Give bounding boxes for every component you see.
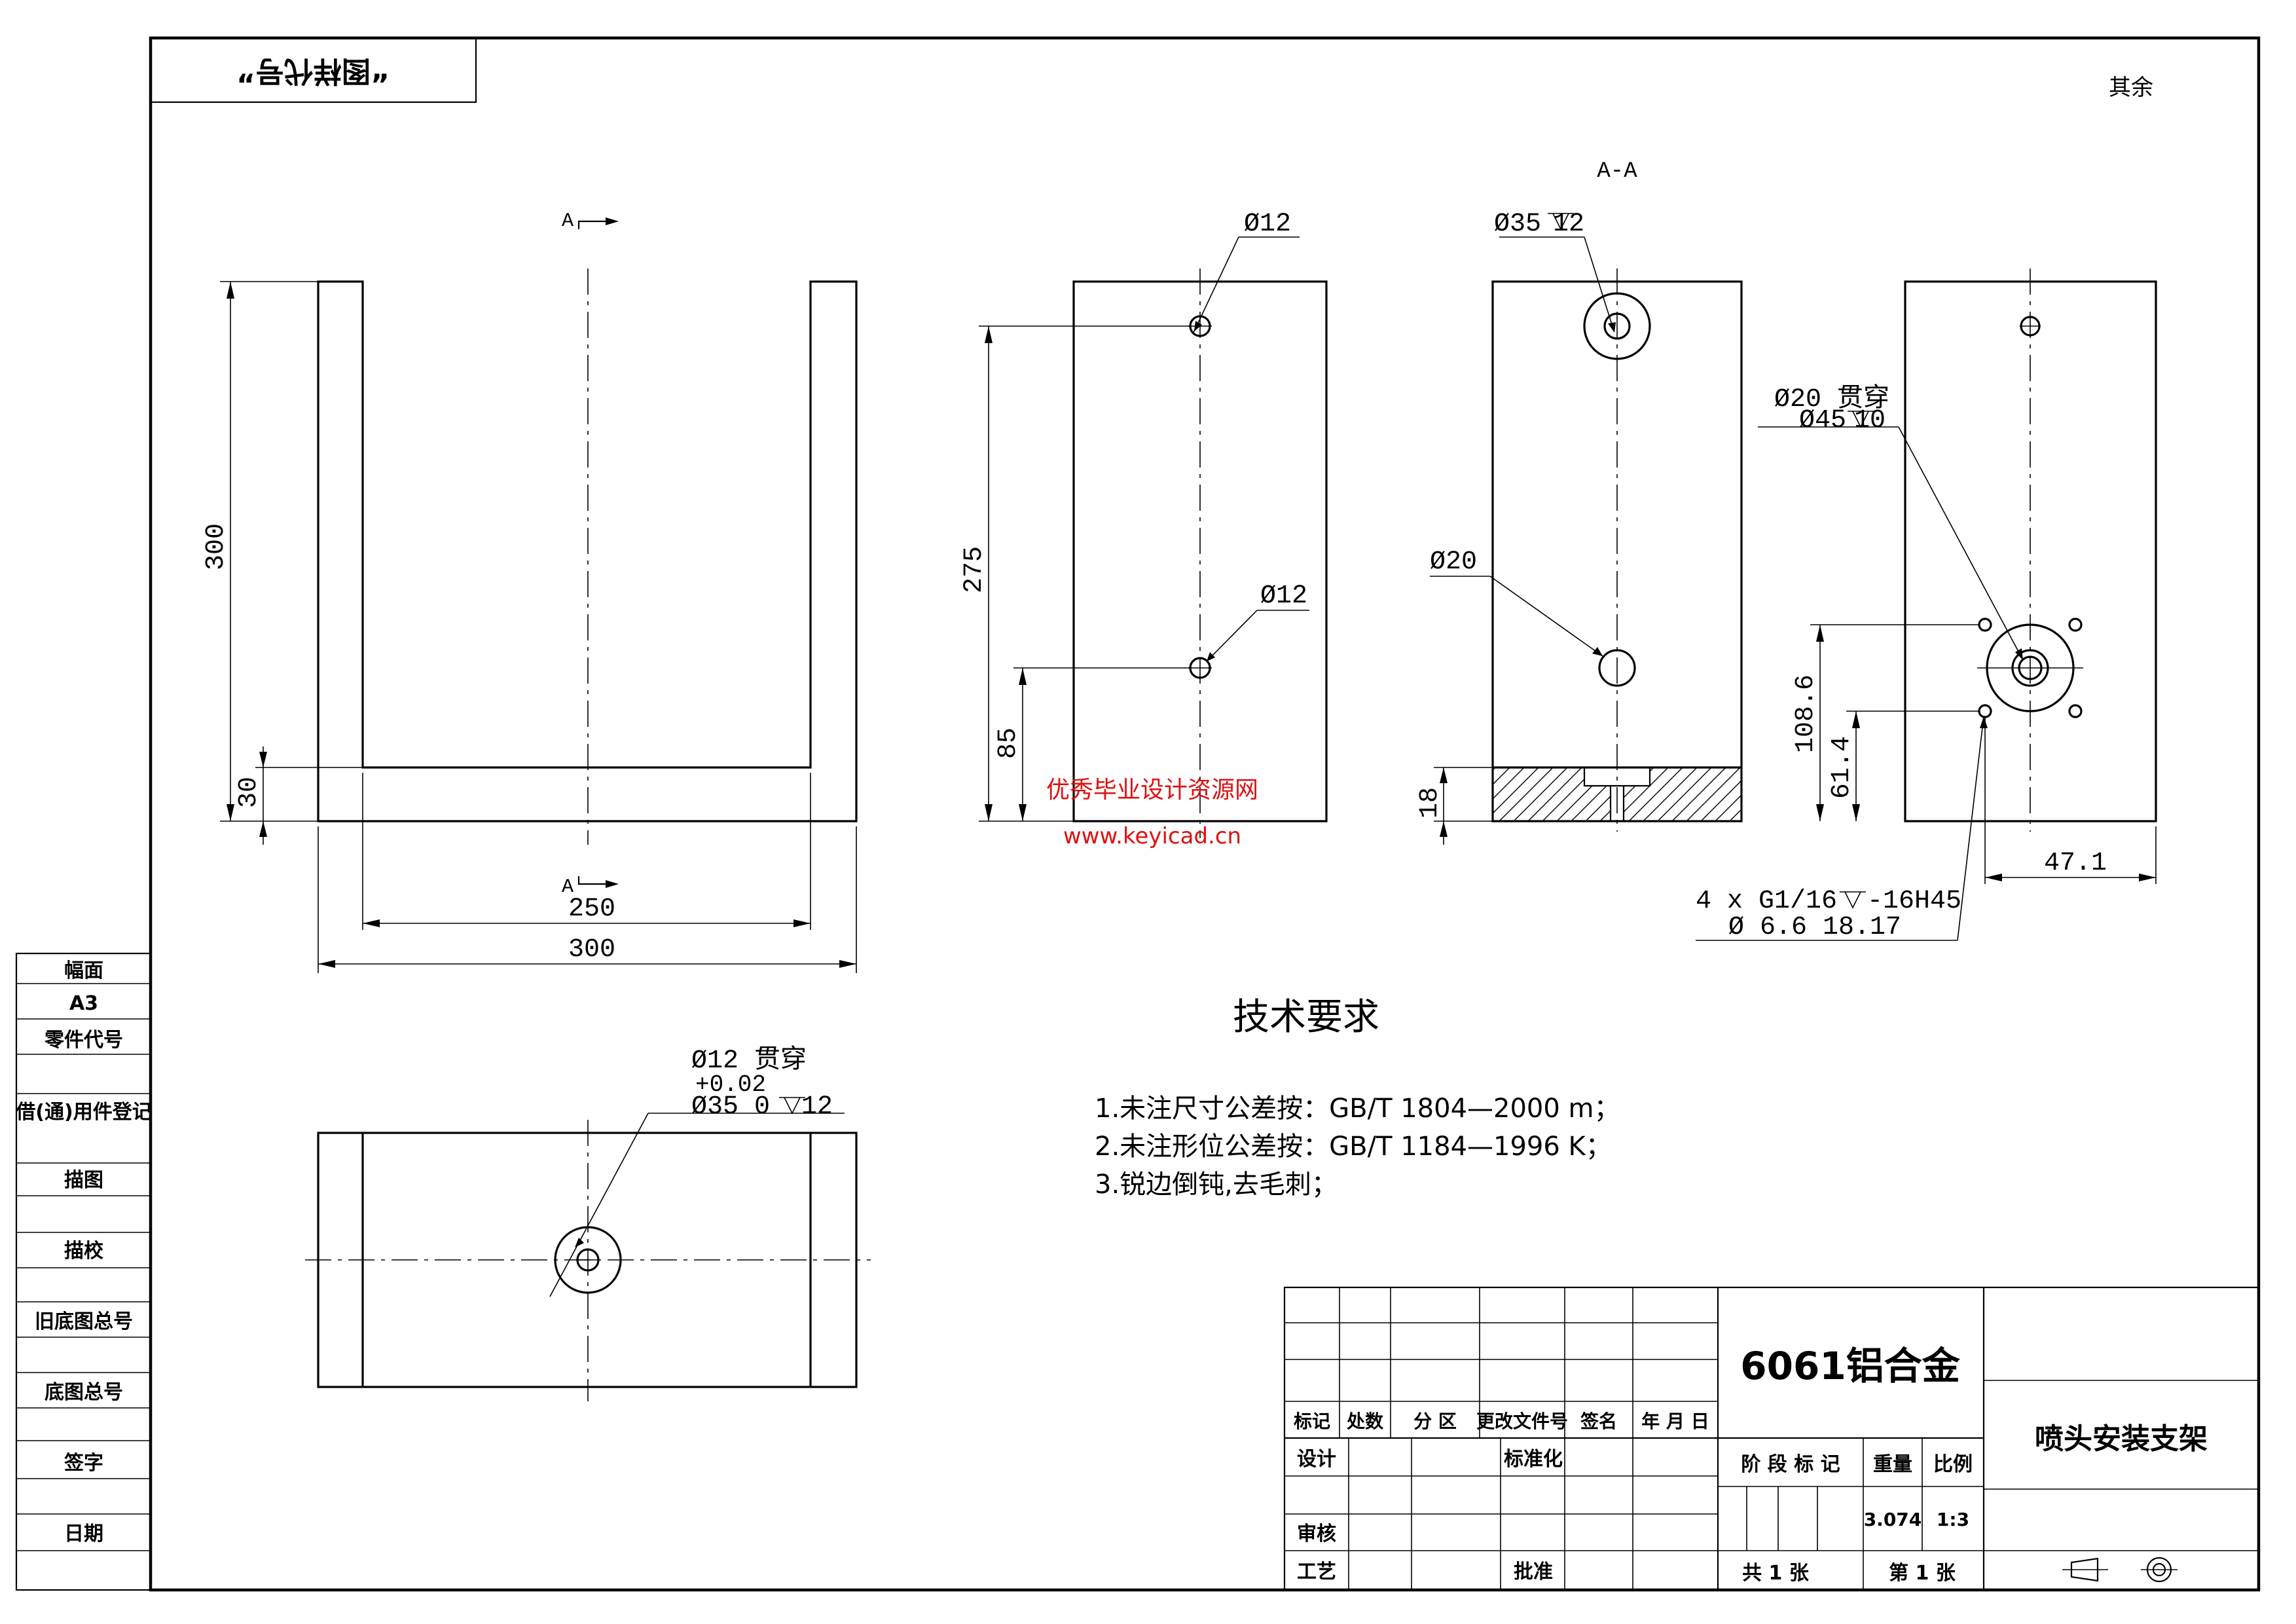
dim-front-base: 30 xyxy=(234,777,264,808)
hatch-line xyxy=(1493,767,1510,821)
hatch-line xyxy=(1614,767,1669,821)
strip-tracing: 描图 xyxy=(64,1169,103,1192)
tb-scale: 比例 xyxy=(1933,1453,1973,1476)
tb-sheet-no: 第 1 张 xyxy=(1889,1562,1956,1585)
right-view: Ø20 贯穿 Ø45 10 108.6 61.4 47.1 4 x G1/16 … xyxy=(1696,268,2157,942)
side-view: Ø12 Ø12 275 85 xyxy=(960,210,1328,838)
dim-right-h1: 108.6 xyxy=(1791,674,1821,753)
material: 6061铝合金 xyxy=(1740,1344,1960,1388)
dim-top-tol: +0.02 xyxy=(695,1071,766,1098)
hatch-line xyxy=(1643,767,1698,821)
dim-right-spot: Ø45 xyxy=(1799,406,1846,435)
tb-mark: 标记 xyxy=(1294,1411,1330,1432)
dim-side-low: 85 xyxy=(994,728,1023,759)
hatch-line xyxy=(1527,767,1582,821)
section-label: A-A xyxy=(1597,159,1637,184)
strip-a3: A3 xyxy=(69,992,98,1015)
tb-weight: 重量 xyxy=(1873,1453,1912,1476)
left-strip: 幅面 A3 零件代号 借(通)用件登记 描图 描校 旧底图总号 底图总号 签字 … xyxy=(15,952,152,1591)
tb-stage-mark: 阶 段 标 记 xyxy=(1741,1453,1840,1476)
strip-part-code: 零件代号 xyxy=(45,1029,123,1052)
hatch-line xyxy=(1729,767,1741,821)
strip-tracing-check: 描校 xyxy=(64,1240,103,1263)
tb-change-doc: 更改文件号 xyxy=(1476,1411,1568,1432)
dim-front-height: 300 xyxy=(202,523,231,570)
dim-top-cb-depth: 12 xyxy=(801,1092,833,1122)
dim-top-cb: Ø35 0 xyxy=(691,1092,770,1122)
dim-front-inner-width: 250 xyxy=(568,895,615,924)
dim-right-spot-depth: 10 xyxy=(1854,406,1886,435)
strip-signature: 签字 xyxy=(64,1452,103,1475)
part-name: 喷头安装支架 xyxy=(2035,1422,2208,1456)
hatch-line xyxy=(1585,767,1640,821)
dim-side-height: 275 xyxy=(960,546,989,593)
dim-right-through: Ø20 贯穿 xyxy=(1774,383,1889,415)
stamp-box xyxy=(149,37,477,103)
tb-zone: 分 区 xyxy=(1413,1411,1457,1432)
tech-item-3: 3.锐边倒钝,去毛刺； xyxy=(1095,1170,1338,1200)
tb-standardize: 标准化 xyxy=(1504,1448,1563,1471)
strip-old-base: 旧底图总号 xyxy=(35,1310,133,1333)
dim-side-hole-bottom: Ø12 xyxy=(1260,581,1307,611)
section-view: A-A Ø35 12 Ø20 18 xyxy=(1415,159,1812,845)
dim-thread-line1-tail: -16H45 xyxy=(1867,887,1961,916)
dim-front-width: 300 xyxy=(568,935,615,965)
hatch-line xyxy=(1744,767,1798,821)
hatch-line xyxy=(1499,767,1554,821)
front-view: A A 300 30 250 300 xyxy=(202,210,858,973)
title-block: 6061铝合金 喷头安装支架 标记 处数 分 区 更改文件号 签名 年 月 日 … xyxy=(1283,1286,2260,1591)
dim-side-hole-top: Ø12 xyxy=(1244,210,1291,239)
tech-item-1: 1.未注尺寸公差按：GB/T 1804—2000 m； xyxy=(1095,1094,1620,1124)
dim-section-counterbore-depth: 12 xyxy=(1553,210,1584,239)
dim-thread-line1: 4 x G1/16 xyxy=(1696,887,1837,916)
surface-finish-note: 其余 xyxy=(2109,75,2153,101)
hatch-line xyxy=(1686,767,1741,821)
hatch-line xyxy=(1493,767,1539,821)
tb-review: 审核 xyxy=(1297,1522,1336,1545)
dim-top-through: Ø12 贯穿 xyxy=(691,1044,807,1076)
dim-right-h2: 61.4 xyxy=(1827,736,1857,799)
watermark-url: www.keyicad.cn xyxy=(1063,823,1241,849)
strip-format: 幅面 xyxy=(64,959,103,982)
top-view: Ø12 贯穿 +0.02 Ø35 0 12 xyxy=(305,1044,871,1401)
tb-weight-value: 3.074 xyxy=(1864,1509,1922,1530)
stamp-box-text: “图样代号” xyxy=(236,54,390,88)
tb-design: 设计 xyxy=(1297,1448,1336,1471)
section-arrow-top: A xyxy=(562,210,574,232)
tb-approve: 批准 xyxy=(1514,1560,1553,1583)
tb-scale-value: 1:3 xyxy=(1937,1509,1969,1530)
tb-process: 工艺 xyxy=(1297,1560,1336,1583)
hatch-line xyxy=(1671,767,1726,821)
drawing-border xyxy=(149,36,2261,1592)
tech-item-2: 2.未注形位公差按：GB/T 1184—1996 K； xyxy=(1095,1132,1612,1162)
watermark-title: 优秀毕业设计资源网 xyxy=(1046,777,1258,803)
hatch-line xyxy=(1758,767,1812,821)
hatch-line xyxy=(1513,767,1568,821)
hatch-line xyxy=(1493,767,1525,821)
section-arrow-bottom: A xyxy=(562,876,574,898)
hatch-line xyxy=(1493,767,1496,821)
tb-date: 年 月 日 xyxy=(1641,1411,1709,1432)
tb-total-sheets: 共 1 张 xyxy=(1742,1562,1809,1585)
hatch-line xyxy=(1715,767,1741,821)
hatch-line xyxy=(1542,767,1597,821)
dim-section-counterbore: Ø35 xyxy=(1494,210,1541,239)
hatch-line xyxy=(1628,767,1683,821)
hatch-line xyxy=(1599,767,1654,821)
tech-title: 技术要求 xyxy=(1233,996,1379,1039)
tb-sign: 签名 xyxy=(1580,1411,1617,1432)
tb-count: 处数 xyxy=(1346,1411,1384,1432)
strip-borrow-register: 借(通)用件登记 xyxy=(15,1101,151,1124)
projection-symbol-icon xyxy=(2062,1557,2178,1583)
dim-right-width: 47.1 xyxy=(2044,849,2107,878)
hatch-line xyxy=(1657,767,1712,821)
dim-thread-line2: Ø 6.6 18.17 xyxy=(1728,913,1901,942)
strip-date: 日期 xyxy=(64,1522,103,1545)
dim-section-thickness: 18 xyxy=(1415,787,1445,819)
dim-section-hole: Ø20 xyxy=(1430,547,1477,577)
tech-requirements: 技术要求 1.未注尺寸公差按：GB/T 1804—2000 m； 2.未注形位公… xyxy=(1095,996,1620,1200)
hatch-line xyxy=(1700,767,1741,821)
strip-base-no: 底图总号 xyxy=(45,1381,123,1404)
